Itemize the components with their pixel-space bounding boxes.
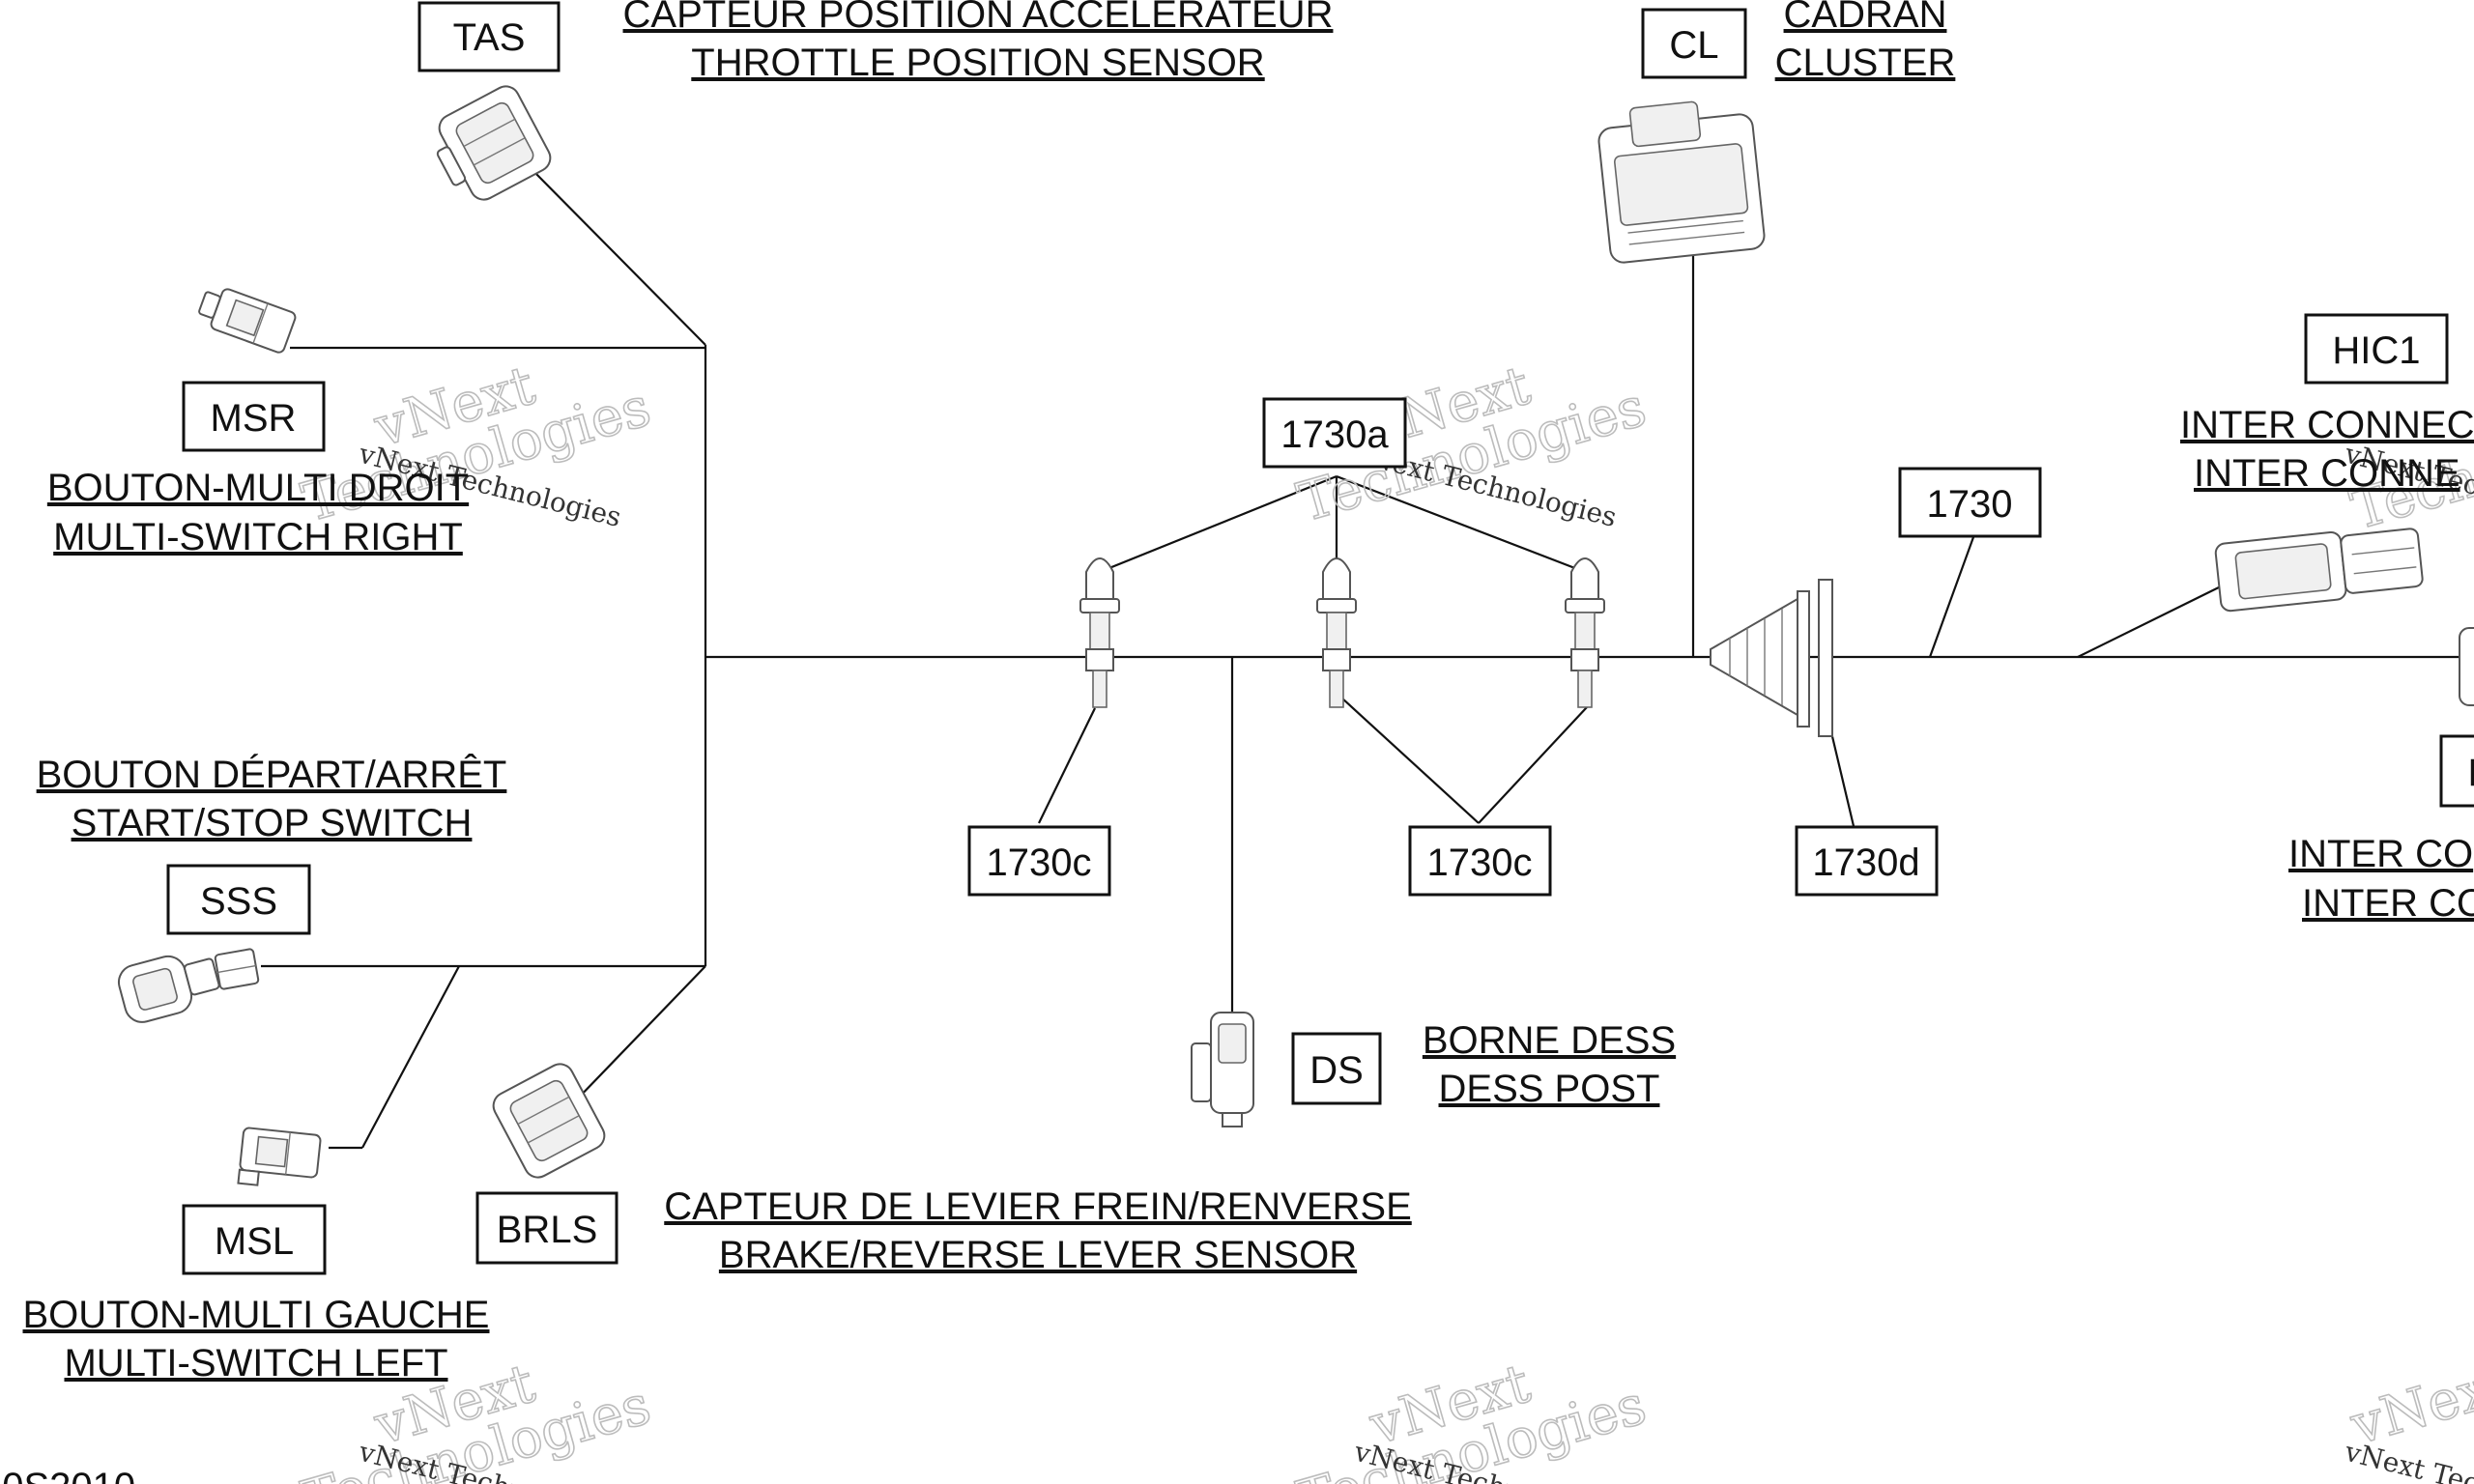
label-1730c-mid: 1730c (1408, 825, 1552, 897)
svg-text:MULTI-SWITCH LEFT: MULTI-SWITCH LEFT (64, 1342, 447, 1384)
svg-text:BRAKE/REVERSE LEVER SENSOR: BRAKE/REVERSE LEVER SENSOR (719, 1234, 1357, 1276)
dess-post-connector-icon (1191, 1012, 1254, 1127)
svg-text:MULTI-SWITCH RIGHT: MULTI-SWITCH RIGHT (53, 516, 463, 558)
caption-msl: BOUTON-MULTI GAUCHE MULTI-SWITCH LEFT (23, 1294, 490, 1384)
svg-text:BORNE DESS: BORNE DESS (1423, 1019, 1676, 1062)
caption-h-right: INTER CO INTER CO (2288, 833, 2474, 925)
label-ds: DS (1291, 1032, 1382, 1105)
svg-text:MSR: MSR (211, 397, 297, 440)
svg-text:1730: 1730 (1927, 483, 2013, 526)
svg-text:THROTTLE POSITION SENSOR: THROTTLE POSITION SENSOR (691, 42, 1264, 84)
svg-text:H: H (2468, 752, 2474, 794)
caption-cl: CADRAN CLUSTER (1775, 0, 1956, 84)
terminal-right-icon (1565, 557, 1605, 708)
svg-text:CL: CL (1669, 24, 1718, 67)
svg-text:START/STOP SWITCH: START/STOP SWITCH (72, 802, 473, 844)
svg-text:MSL: MSL (215, 1220, 294, 1263)
watermark-bottom-right: vNext vNext Technologies (2341, 1352, 2474, 1484)
right-edge-connector-icon (2459, 627, 2474, 706)
drawing-number: 10S2010 (0, 1466, 135, 1484)
svg-text:CAPTEUR POSITIION ACCELERATEUR: CAPTEUR POSITIION ACCELERATEUR (623, 0, 1334, 36)
brake-lever-sensor-connector-icon (492, 1063, 606, 1179)
caption-hic1: INTER CONNEC INTER CONNE (2180, 404, 2474, 495)
caption-msr: BOUTON-MULTI DROIT MULTI-SWITCH RIGHT (47, 467, 469, 558)
watermark-bottom-center: vNext Technologies vNext Technologies (1290, 1352, 1654, 1484)
terminal-left-icon (1079, 557, 1120, 708)
svg-text:SSS: SSS (200, 880, 277, 923)
svg-text:BOUTON DÉPART/ARRÊT: BOUTON DÉPART/ARRÊT (37, 753, 507, 796)
svg-text:1730c: 1730c (987, 842, 1092, 884)
throttle-sensor-connector-icon (436, 85, 552, 201)
svg-text:INTER CO: INTER CO (2288, 833, 2473, 875)
caption-brls: CAPTEUR DE LEVIER FREIN/RENVERSE BRAKE/R… (664, 1185, 1412, 1276)
start-stop-switch-connector-icon (117, 955, 220, 1023)
label-brls: BRLS (475, 1191, 618, 1265)
label-cl: CL (1641, 8, 1747, 79)
svg-text:CAPTEUR DE LEVIER FREIN/RENVER: CAPTEUR DE LEVIER FREIN/RENVERSE (664, 1185, 1412, 1228)
wiring-lines (261, 163, 2474, 1150)
svg-text:1730d: 1730d (1812, 842, 1919, 884)
svg-text:CADRAN: CADRAN (1784, 0, 1947, 36)
svg-text:DESS POST: DESS POST (1439, 1068, 1660, 1110)
label-msl: MSL (182, 1204, 327, 1275)
svg-text:INTER CO: INTER CO (2302, 882, 2474, 925)
start-stop-switch-plug-icon (214, 948, 260, 990)
svg-text:INTER CONNEC: INTER CONNEC (2180, 404, 2474, 446)
svg-text:BOUTON-MULTI GAUCHE: BOUTON-MULTI GAUCHE (23, 1294, 490, 1336)
caption-tas: CAPTEUR POSITIION ACCELERATEUR THROTTLE … (623, 0, 1334, 84)
multi-switch-left-connector-icon (237, 1127, 322, 1186)
svg-text:BRLS: BRLS (497, 1209, 598, 1251)
label-1730c-left: 1730c (967, 825, 1111, 897)
label-h-right: H (2439, 734, 2474, 808)
svg-text:1730c: 1730c (1427, 842, 1533, 884)
svg-text:1730a: 1730a (1280, 414, 1389, 456)
multi-switch-right-connector-icon (198, 288, 297, 354)
label-msr: MSR (182, 381, 326, 452)
svg-text:HIC1: HIC1 (2332, 329, 2420, 372)
svg-text:INTER CONNE: INTER CONNE (2194, 452, 2460, 495)
svg-text:TAS: TAS (453, 16, 526, 59)
svg-text:DS: DS (1309, 1049, 1364, 1092)
caption-sss: BOUTON DÉPART/ARRÊT START/STOP SWITCH (37, 753, 507, 844)
grommet-icon (1710, 579, 1833, 737)
svg-text:BOUTON-MULTI DROIT: BOUTON-MULTI DROIT (47, 467, 469, 509)
interconnect-connector-icon (2214, 528, 2424, 613)
label-1730: 1730 (1898, 467, 2042, 538)
cluster-connector-icon (1597, 100, 1766, 264)
caption-ds: BORNE DESS DESS POST (1423, 1019, 1676, 1110)
svg-text:CLUSTER: CLUSTER (1775, 42, 1956, 84)
label-sss: SSS (166, 864, 311, 935)
label-hic1: HIC1 (2304, 313, 2449, 385)
label-1730d: 1730d (1795, 825, 1939, 897)
label-1730a: 1730a (1262, 397, 1407, 469)
terminal-mid-icon (1316, 557, 1357, 708)
label-tas: TAS (417, 1, 561, 72)
